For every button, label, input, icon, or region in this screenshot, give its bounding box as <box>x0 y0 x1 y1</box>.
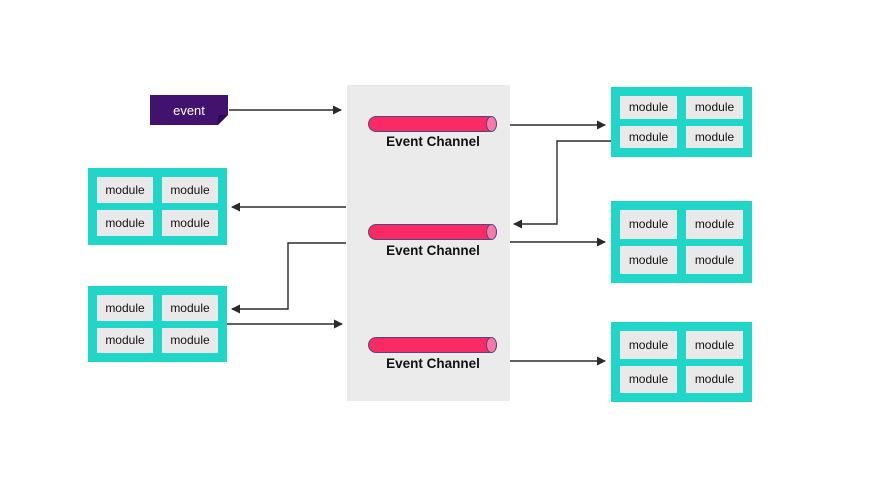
module-cell: module <box>162 295 218 321</box>
event-channel-label-1: Event Channel <box>386 134 480 149</box>
module-cell: module <box>686 331 743 359</box>
connector-right-top-to-channel-2 <box>513 140 611 229</box>
module-cell: module <box>162 327 218 353</box>
module-cell: module <box>686 365 743 393</box>
module-cell: module <box>686 210 743 239</box>
event-node: event <box>150 95 228 125</box>
event-channel-cylinder-2 <box>368 223 497 240</box>
cylinder-end-cap <box>486 336 497 353</box>
event-label: event <box>173 102 205 118</box>
event-channel-cylinder-1 <box>368 115 497 132</box>
folded-corner-icon <box>218 115 228 125</box>
module-cell: module <box>620 365 677 393</box>
module-cell: module <box>686 96 743 119</box>
module-group-right-middle: module module module module <box>611 201 752 283</box>
event-channel-cylinder-3 <box>368 336 497 353</box>
module-cell: module <box>97 295 153 321</box>
connector-channel-2-to-left-bottom <box>231 242 346 314</box>
module-group-left-bottom: module module module module <box>88 286 227 362</box>
event-channel-label-2: Event Channel <box>386 243 480 258</box>
module-cell: module <box>162 210 218 236</box>
module-cell: module <box>620 245 677 274</box>
module-group-left-top: module module module module <box>88 168 227 245</box>
module-cell: module <box>620 96 677 119</box>
cylinder-end-cap <box>486 115 497 132</box>
module-cell: module <box>686 245 743 274</box>
module-cell: module <box>97 210 153 236</box>
module-cell: module <box>620 210 677 239</box>
module-cell: module <box>97 327 153 353</box>
module-cell: module <box>97 177 153 203</box>
module-group-right-bottom: module module module module <box>611 322 752 402</box>
module-cell: module <box>620 331 677 359</box>
event-channel-label-3: Event Channel <box>386 356 480 371</box>
module-cell: module <box>686 125 743 148</box>
module-cell: module <box>162 177 218 203</box>
module-group-right-top: module module module module <box>611 87 752 157</box>
module-cell: module <box>620 125 677 148</box>
cylinder-end-cap <box>486 223 497 240</box>
